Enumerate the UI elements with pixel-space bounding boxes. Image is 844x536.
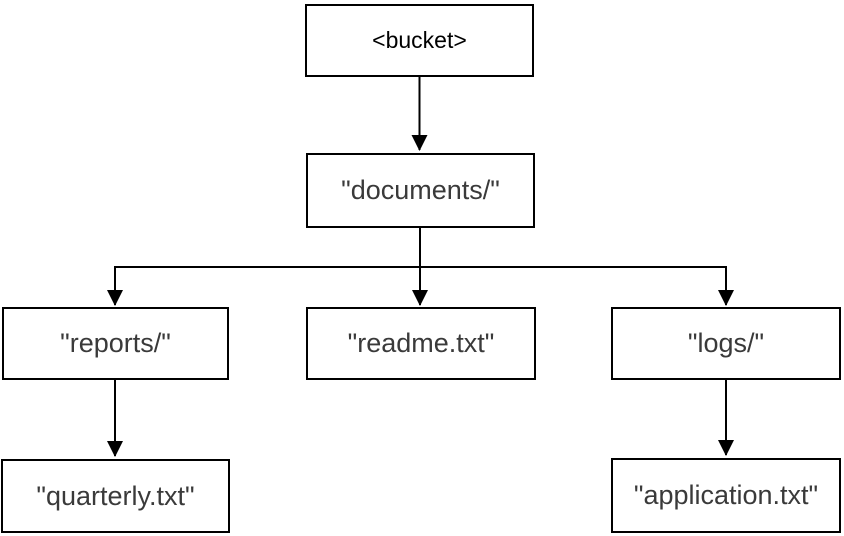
node-reports-label: "reports/" bbox=[60, 328, 171, 358]
node-readme: "readme.txt" bbox=[306, 307, 536, 380]
node-application-label: "application.txt" bbox=[633, 480, 819, 510]
node-quarterly: "quarterly.txt" bbox=[1, 459, 230, 533]
node-logs-label: "logs/" bbox=[687, 328, 765, 358]
node-bucket-label: <bucket> bbox=[372, 27, 467, 53]
node-reports: "reports/" bbox=[2, 307, 229, 380]
node-documents-label: "documents/" bbox=[341, 175, 500, 205]
node-quarterly-label: "quarterly.txt" bbox=[36, 480, 195, 511]
node-logs: "logs/" bbox=[611, 307, 841, 380]
node-bucket: <bucket> bbox=[305, 4, 534, 77]
node-application: "application.txt" bbox=[611, 458, 841, 533]
node-documents: "documents/" bbox=[306, 153, 535, 228]
node-readme-label: "readme.txt" bbox=[347, 328, 495, 358]
